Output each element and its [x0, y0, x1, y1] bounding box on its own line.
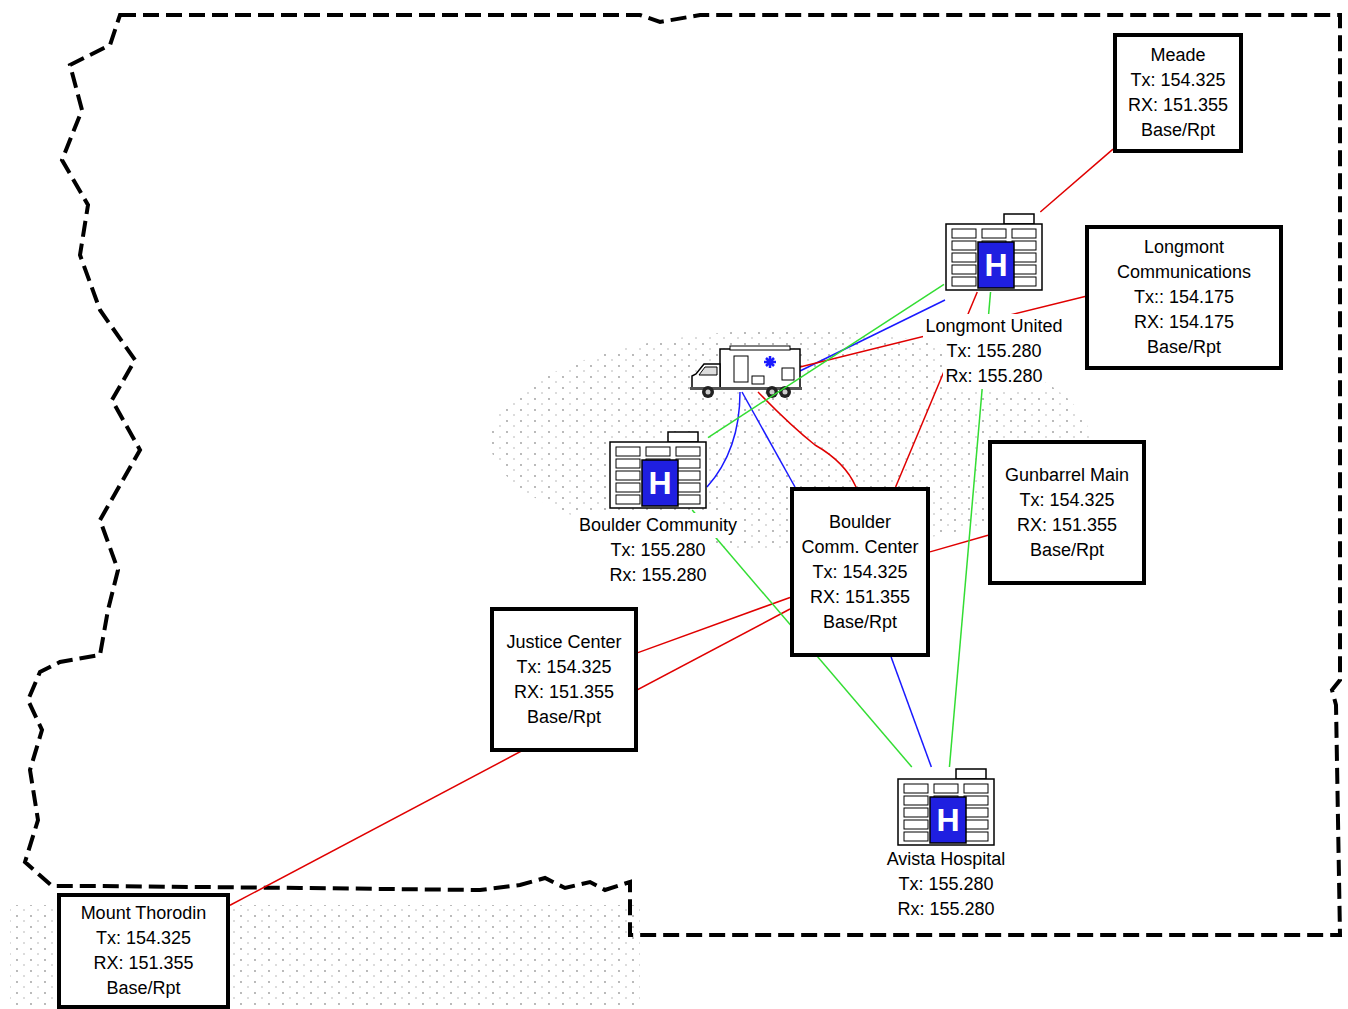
- hospital-detail: Rx: 155.280: [607, 563, 708, 588]
- hospital-icon: H: [896, 767, 996, 847]
- hospital-detail: Tx: 155.280: [896, 872, 995, 897]
- hospital-icon: H: [608, 430, 708, 510]
- radio-link: [930, 535, 988, 552]
- ambulance-symbol: [690, 346, 802, 398]
- site-detail: Tx: 154.325: [96, 926, 191, 951]
- site-detail: Base/Rpt: [1030, 538, 1104, 563]
- site-name: Boulder Comm. Center: [800, 510, 920, 560]
- radio-site-box: Longmont CommunicationsTx:: 154.175RX: 1…: [1085, 225, 1283, 370]
- radio-link: [891, 657, 931, 767]
- hospital-node: H Longmont UnitedTx: 155.280Rx: 155.280: [923, 212, 1064, 389]
- site-detail: Tx: 154.325: [516, 655, 611, 680]
- site-detail: RX: 151.355: [1017, 513, 1117, 538]
- site-detail: RX: 151.355: [93, 951, 193, 976]
- hospital-name: Longmont United: [923, 314, 1064, 339]
- site-name: Justice Center: [506, 630, 621, 655]
- hospital-detail: Rx: 155.280: [943, 364, 1044, 389]
- site-detail: Tx:: 154.175: [1134, 285, 1234, 310]
- radio-site-box: Justice CenterTx: 154.325RX: 151.355Base…: [490, 607, 638, 752]
- hospital-node: H Avista HospitalTx: 155.280Rx: 155.280: [885, 767, 1008, 922]
- site-detail: Tx: 154.325: [1019, 488, 1114, 513]
- hospital-detail: Tx: 155.280: [608, 538, 707, 563]
- site-detail: RX: 154.175: [1134, 310, 1234, 335]
- hospital-detail: Rx: 155.280: [895, 897, 996, 922]
- radio-link: [638, 597, 790, 652]
- site-detail: Base/Rpt: [823, 610, 897, 635]
- hospital-node: H Boulder CommunityTx: 155.280Rx: 155.280: [577, 430, 739, 588]
- radio-link: [1040, 149, 1113, 212]
- county-boundary: [25, 15, 1340, 935]
- hospital-mark: H: [642, 460, 678, 506]
- site-detail: Base/Rpt: [1141, 118, 1215, 143]
- hospital-detail: Tx: 155.280: [944, 339, 1043, 364]
- radio-site-box: Mount ThorodinTx: 154.325RX: 151.355Base…: [57, 893, 230, 1009]
- site-name: Mount Thorodin: [81, 901, 207, 926]
- hospital-mark: H: [978, 242, 1014, 288]
- radio-site-box: Gunbarrel MainTx: 154.325RX: 151.355Base…: [988, 440, 1146, 585]
- hospital-icon: H: [944, 212, 1044, 292]
- hospital-mark: H: [930, 797, 966, 843]
- site-detail: Base/Rpt: [527, 705, 601, 730]
- site-detail: Base/Rpt: [1147, 335, 1221, 360]
- site-detail: Tx: 154.325: [1130, 68, 1225, 93]
- site-detail: RX: 151.355: [1128, 93, 1228, 118]
- radio-site-box: MeadeTx: 154.325RX: 151.355Base/Rpt: [1113, 33, 1243, 153]
- site-detail: RX: 151.355: [514, 680, 614, 705]
- radio-link: [708, 284, 944, 437]
- site-name: Meade: [1150, 43, 1205, 68]
- site-detail: Base/Rpt: [106, 976, 180, 1001]
- site-detail: RX: 151.355: [810, 585, 910, 610]
- site-name: Longmont Communications: [1095, 235, 1273, 285]
- radio-site-box: Boulder Comm. CenterTx: 154.325RX: 151.3…: [790, 487, 930, 657]
- site-name: Gunbarrel Main: [1005, 463, 1129, 488]
- site-detail: Tx: 154.325: [812, 560, 907, 585]
- hospital-name: Boulder Community: [577, 513, 739, 538]
- hospital-name: Avista Hospital: [885, 847, 1008, 872]
